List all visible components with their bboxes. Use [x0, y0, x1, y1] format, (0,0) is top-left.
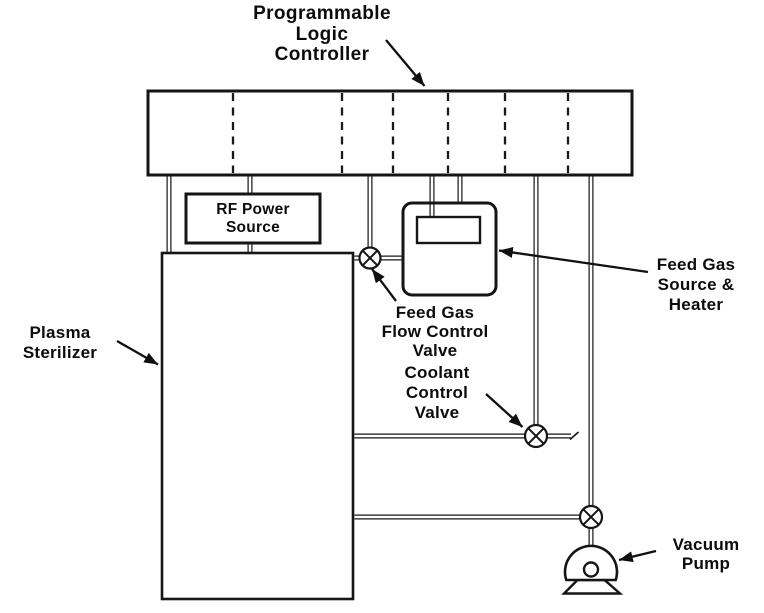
pipe-coolant-outlet-end: [569, 431, 580, 441]
label-rf-power-source: RF Power Source: [216, 201, 290, 236]
pump-base: [561, 578, 624, 595]
vacuum-pump-icon: [561, 544, 624, 595]
pipes: [354, 255, 581, 520]
plc-box: [146, 89, 634, 177]
label-feed-gas-flow-control-valve: Feed Gas Flow Control Valve: [381, 303, 489, 360]
feed-gas-display: [415, 215, 482, 245]
arrow-plasma-sterilizer: [116, 340, 159, 366]
arrow-vacuum-pump: [618, 549, 657, 563]
arrow-feed-gas-source: [498, 247, 649, 274]
vacuum-valve-icon: [578, 504, 604, 530]
label-coolant-control-valve: Coolant Control Valve: [404, 363, 470, 422]
control-wires: [166, 174, 594, 547]
plasma-sterilizer-box: [160, 251, 355, 601]
feed-gas-flow-valve-icon: [358, 246, 382, 270]
arrow-coolant-valve: [485, 393, 524, 428]
label-plc: Programmable Logic Controller: [253, 3, 391, 65]
label-vacuum-pump: Vacuum Pump: [672, 535, 740, 573]
feed-gas-source-box: [401, 201, 498, 297]
label-plasma-sterilizer: Plasma Sterilizer: [22, 323, 98, 362]
pump-hub: [582, 561, 600, 578]
arrow-plc: [385, 39, 426, 87]
label-feed-gas-source-heater: Feed Gas Source & Heater: [656, 255, 736, 314]
coolant-valve-icon: [523, 423, 549, 449]
arrow-feed-gas-valve: [371, 268, 397, 302]
rf-power-source-box: [184, 192, 322, 245]
